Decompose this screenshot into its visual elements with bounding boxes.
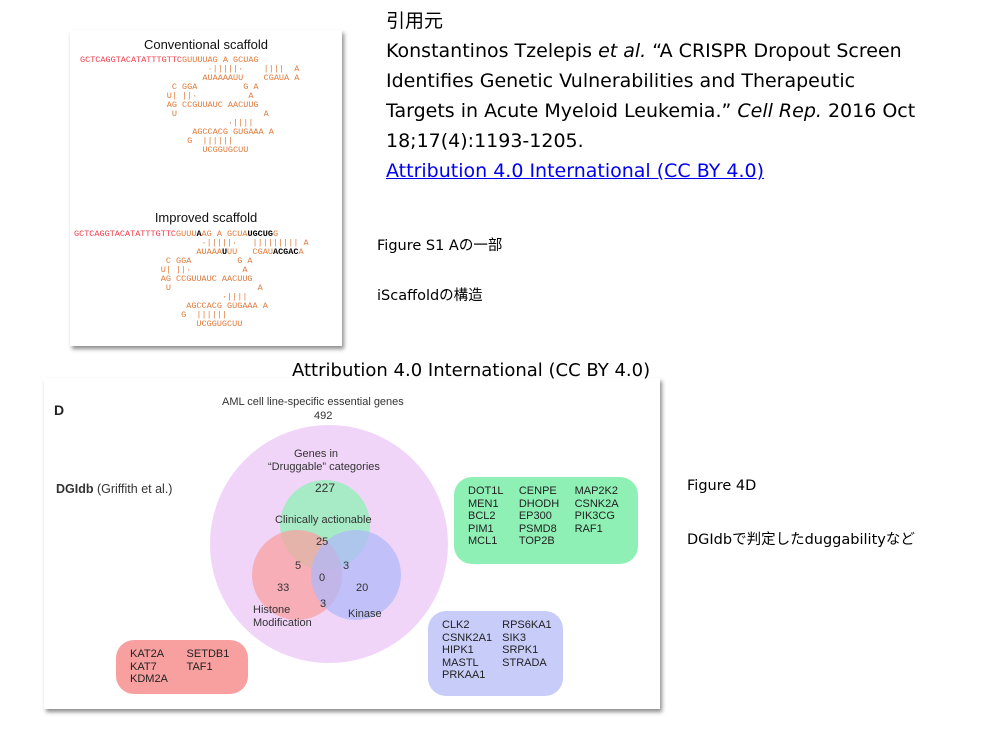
- dgidb-label-rest: (Griffith et al.): [93, 482, 173, 496]
- figure-s1-note: Figure S1 Aの一部: [377, 238, 503, 254]
- gene-name: SETDB1: [186, 648, 230, 660]
- gene-name: PIK3CG: [574, 510, 615, 522]
- citation-volume: 18;17(4):1193-1205.: [386, 130, 584, 152]
- gene-name: PRKAA1: [442, 669, 486, 681]
- citation-title-part-3: Targets in Acute Myeloid Leukemia.”: [386, 100, 738, 122]
- dgidb-label-bold: DGIdb: [56, 482, 94, 496]
- improved-scaffold-structure: GCTCAGGTACATATTTGTTCGUUUAAG A GCUAUGCUGG…: [74, 229, 309, 329]
- essential-genes-header: AML cell line-specific essential genes: [222, 396, 404, 408]
- citation-line-3: Targets in Acute Myeloid Leukemia.” Cell…: [386, 96, 986, 126]
- gene-name: CSNK2A: [574, 497, 619, 510]
- citation-line-2: Identifies Genetic Vulnerabilities and T…: [386, 70, 856, 92]
- citation-heading: 引用元: [386, 10, 444, 32]
- gene-name: MEN1: [468, 497, 499, 510]
- gene-name: MASTL: [442, 656, 479, 669]
- kinase-circle: [311, 530, 401, 620]
- clinical-label: Clinically actionable: [275, 514, 372, 526]
- citation-date: 2016 Oct: [821, 100, 916, 122]
- citation-etal: et al.: [598, 40, 647, 62]
- histone-label-2: Modification: [253, 617, 312, 629]
- figure-4d-note: Figure 4D: [687, 478, 757, 494]
- histone-only-count: 33: [277, 582, 290, 594]
- gene-name: KDM2A: [130, 673, 168, 685]
- figure-4d-panel: D AML cell line-specific essential genes…: [44, 378, 660, 709]
- gene-name: DHODH: [518, 497, 560, 510]
- gene-name: PSMD8: [518, 522, 557, 535]
- gene-name: SIK3: [502, 631, 526, 644]
- druggable-label-1: Genes in: [294, 448, 339, 460]
- gene-name: KAT7: [130, 660, 157, 673]
- kinase-only-count: 20: [356, 582, 369, 594]
- gene-name: [575, 535, 624, 548]
- panel-label: D: [54, 402, 65, 418]
- druggable-count: 227: [315, 481, 336, 495]
- histone-kinase-count: 3: [320, 598, 327, 610]
- gene-name: CLK2: [442, 619, 470, 631]
- citation-line-1: Konstantinos Tzelepis et al. “A CRISPR D…: [386, 36, 986, 66]
- gene-name: HIPK1: [442, 644, 474, 656]
- gene-name: BCL2: [468, 510, 496, 522]
- dgidb-label: DGIdb (Griffith et al.): [56, 482, 172, 496]
- gene-name: KAT2A: [130, 648, 165, 660]
- clinical-kinase-count: 3: [343, 560, 350, 572]
- spacer-sequence: GCTCAGGTACATATTTGTTC: [80, 55, 183, 65]
- gene-name: [187, 673, 234, 686]
- druggable-label-2: “Druggable” categories: [268, 461, 380, 473]
- citation-title-part-1: “A CRISPR Dropout Screen: [646, 40, 902, 62]
- essential-genes-count: 492: [314, 410, 333, 422]
- gene-name: [502, 669, 552, 682]
- all-three-count: 0: [319, 572, 326, 584]
- gene-name: TOP2B: [518, 535, 555, 547]
- kinase-label: Kinase: [348, 608, 382, 620]
- clinical-histone-count: 5: [295, 560, 302, 572]
- dgidb-note: DGIdbで判定したduggabilityなど: [687, 532, 915, 548]
- venn-diagram: [210, 425, 448, 663]
- conventional-scaffold-title: Conventional scaffold: [143, 37, 269, 52]
- citation-authors: Konstantinos Tzelepis: [386, 40, 599, 62]
- license-caption: Attribution 4.0 International (CC BY 4.0…: [292, 360, 651, 381]
- conventional-scaffold-structure: GCTCAGGTACATATTTGTTCGUUUUAG A GCUAG ·|||…: [80, 55, 300, 155]
- scaffold-figure: Conventional scaffold GCTCAGGTACATATTTGT…: [70, 30, 342, 346]
- gene-name: PIM1: [468, 522, 494, 535]
- gene-name: DOT1L: [468, 485, 504, 497]
- iscaffold-note: iScaffoldの構造: [377, 288, 483, 304]
- license-link[interactable]: Attribution 4.0 International (CC BY 4.0…: [386, 160, 765, 182]
- citation-block: 引用元 Konstantinos Tzelepis et al. “A CRIS…: [386, 6, 986, 186]
- gene-name: RAF1: [574, 522, 603, 535]
- improved-scaffold-title: Improved scaffold: [154, 210, 258, 225]
- gene-name: CENPE: [518, 485, 557, 497]
- gene-name: MAP2K2: [574, 485, 618, 497]
- gene-name: SRPK1: [502, 644, 539, 656]
- citation-journal: Cell Rep.: [737, 100, 822, 122]
- gene-name: EP300: [518, 510, 552, 522]
- clinical-only-count: 25: [316, 536, 329, 548]
- gene-name: CSNK2A1: [442, 631, 493, 644]
- histone-label-1: Histone: [253, 604, 291, 616]
- gene-name: MCL1: [468, 535, 498, 547]
- gene-name: TAF1: [186, 660, 213, 673]
- gene-name: RPS6KA1: [502, 619, 552, 631]
- spacer-sequence: GCTCAGGTACATATTTGTTC: [74, 229, 177, 239]
- gene-name: STRADA: [502, 656, 547, 669]
